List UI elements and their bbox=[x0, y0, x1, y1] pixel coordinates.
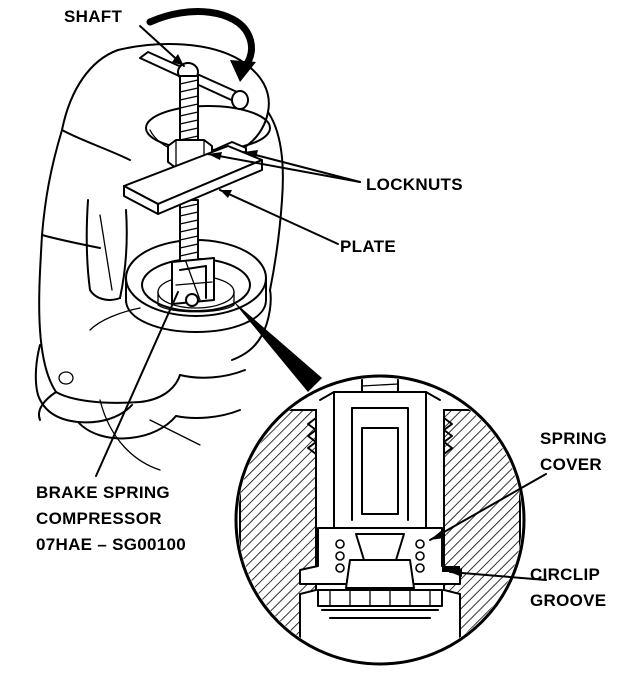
label-shaft: SHAFT bbox=[64, 7, 122, 26]
label-compressor-line-1: BRAKE SPRING bbox=[36, 483, 170, 502]
label-spring-cover-line-2: COVER bbox=[540, 455, 602, 474]
leader-arrowheads bbox=[172, 54, 462, 577]
caliper-body bbox=[34, 43, 284, 471]
label-circlip-line-2: GROOVE bbox=[530, 591, 606, 610]
label-plate: PLATE bbox=[340, 237, 396, 256]
leader-lines bbox=[95, 25, 547, 581]
label-locknuts: LOCKNUTS bbox=[366, 175, 463, 194]
detail-inset bbox=[232, 300, 526, 666]
labels: SHAFT LOCKNUTS PLATE BRAKE SPRING COMPRE… bbox=[36, 7, 607, 610]
label-circlip-line-1: CIRCLIP bbox=[530, 565, 600, 584]
label-compressor-line-2: COMPRESSOR bbox=[36, 509, 162, 528]
label-spring-cover-line-1: SPRING bbox=[540, 429, 607, 448]
compressor-fork bbox=[171, 257, 215, 307]
rotation-arrow bbox=[146, 8, 256, 82]
plate-shape bbox=[123, 145, 263, 215]
brake-spring-compressor-tool bbox=[123, 51, 263, 307]
label-compressor-part-number: 07HAE – SG00100 bbox=[36, 535, 186, 554]
